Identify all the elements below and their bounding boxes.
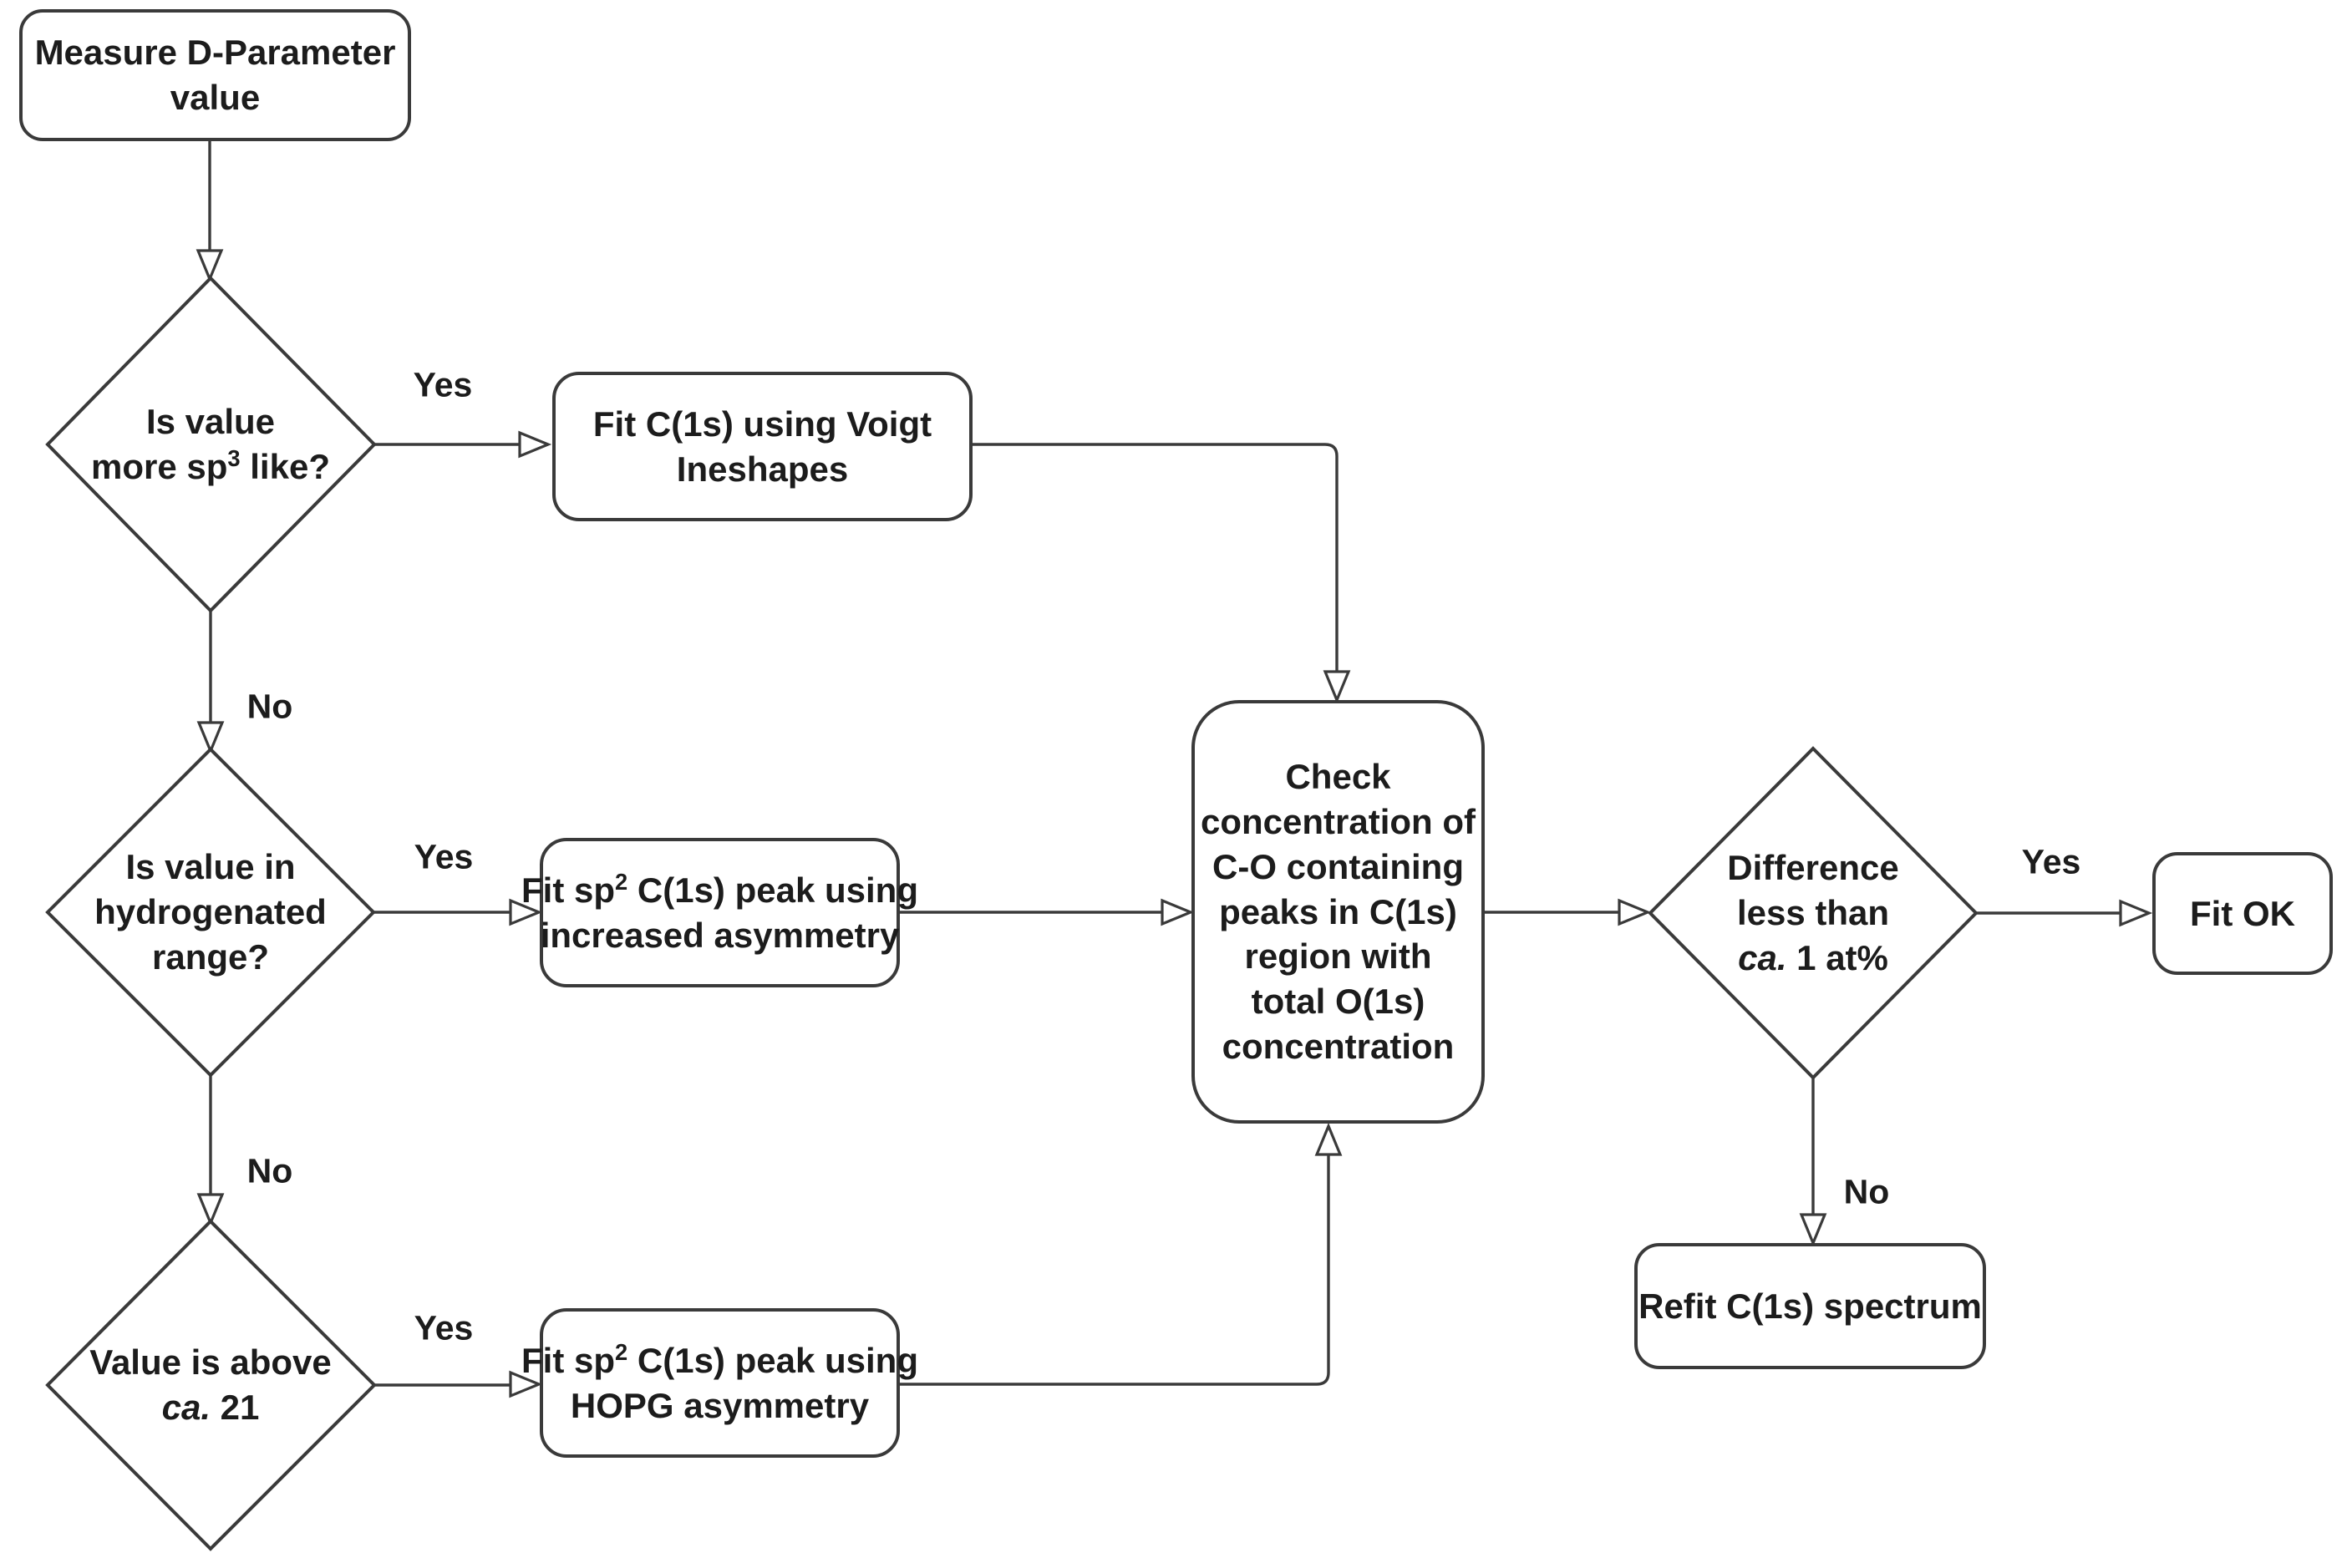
d3-diamond-shape: [45, 1219, 377, 1551]
arrowhead-right-icon: [1618, 898, 1652, 926]
check-box-shape: [1191, 700, 1485, 1124]
arrowhead-right-icon: [509, 898, 543, 926]
arrowhead-right-icon: [2119, 899, 2153, 927]
arrowhead-right-icon: [1161, 898, 1195, 926]
edge-hopg-check: [898, 1154, 1330, 1386]
arrowhead-down-icon: [1323, 670, 1351, 704]
arrowhead-down-icon: [196, 249, 224, 283]
arrowhead-down-icon: [196, 721, 225, 755]
arrowhead-down-icon: [196, 1193, 225, 1227]
d4-diamond-shape: [1648, 746, 1979, 1080]
refit-box-shape: [1634, 1243, 1986, 1369]
asym-box-shape: [540, 838, 900, 987]
d2-diamond-shape: [45, 747, 376, 1078]
hopg-box-shape: [540, 1308, 900, 1458]
measure-box-shape: [19, 9, 411, 141]
arrowhead-down-icon: [1799, 1213, 1827, 1247]
d1-diamond-shape: [45, 276, 377, 613]
arrowhead-right-icon: [518, 430, 552, 459]
fitok-box-shape: [2152, 852, 2333, 975]
voigt-box-shape: [552, 372, 973, 521]
arrowhead-up-icon: [1314, 1122, 1343, 1156]
edge-voigt-check: [971, 443, 1339, 672]
arrowhead-right-icon: [509, 1370, 543, 1398]
